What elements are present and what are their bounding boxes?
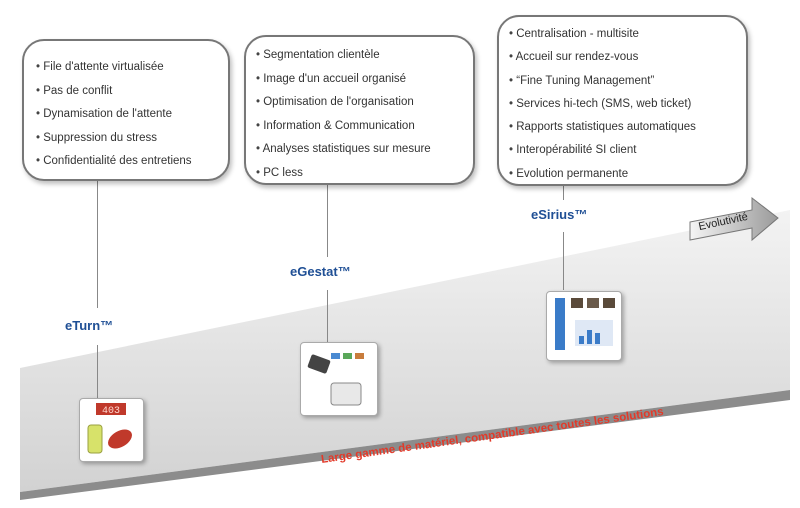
ticket-display-icon	[96, 403, 126, 415]
feature-item: Centralisation - multisite	[509, 23, 746, 46]
feature-item: Segmentation clientèle	[256, 44, 473, 68]
avatar-icon	[587, 298, 599, 308]
eturn-feature-list: File d'attente virtualiséePas de conflit…	[36, 56, 228, 174]
feature-item: Interopérabilité SI client	[509, 139, 746, 162]
feature-item: Rapports statistiques automatiques	[509, 116, 746, 139]
screen-icon	[331, 353, 340, 359]
connector-esirius-thumb	[563, 232, 564, 290]
report-bar-icon	[595, 333, 600, 344]
feature-item: Suppression du stress	[36, 127, 228, 151]
handheld-terminal-icon	[307, 354, 331, 374]
feature-item: Information & Communication	[256, 115, 473, 139]
feature-item: Image d'un accueil organisé	[256, 68, 473, 92]
ticket-dispenser-icon	[87, 424, 103, 454]
connector-esirius	[563, 185, 564, 200]
evolution-arrow-icon	[689, 196, 779, 242]
product-name-eturn: eTurn™	[65, 318, 114, 333]
feature-item: Optimisation de l'organisation	[256, 91, 473, 115]
esirius-feature-list: Centralisation - multisiteAccueil sur re…	[509, 23, 746, 186]
ramp-edge	[20, 390, 790, 500]
feature-item: Confidentialité des entretiens	[36, 150, 228, 174]
ticket-display-number: 403	[102, 406, 120, 417]
connector-eturn-thumb	[97, 345, 98, 400]
report-bar-icon	[587, 330, 592, 344]
eturn-features-box: File d'attente virtualiséePas de conflit…	[22, 39, 230, 181]
egestat-features-box: Segmentation clientèleImage d'un accueil…	[244, 35, 475, 185]
feature-item: Analyses statistiques sur mesure	[256, 138, 473, 162]
egestat-feature-list: Segmentation clientèleImage d'un accueil…	[256, 44, 473, 185]
esirius-hardware-thumbnail	[546, 291, 622, 361]
feature-item: Dynamisation de l'attente	[36, 103, 228, 127]
feature-item: File d'attente virtualisée	[36, 56, 228, 80]
feature-item: Services hi-tech (SMS, web ticket)	[509, 93, 746, 116]
connector-eturn	[97, 180, 98, 308]
feature-item: Accueil sur rendez-vous	[509, 46, 746, 69]
eturn-hardware-thumbnail: 403	[79, 398, 144, 462]
ticket-printer-icon	[330, 382, 362, 406]
feature-item: Pas de conflit	[36, 80, 228, 104]
pager-icon	[108, 429, 132, 449]
kiosk-icon	[555, 298, 565, 350]
avatar-icon	[603, 298, 615, 308]
feature-item: Evolution permanente	[509, 163, 746, 186]
report-bar-icon	[579, 336, 584, 344]
feature-item: “Fine Tuning Management”	[509, 70, 746, 93]
product-name-egestat: eGestat™	[290, 264, 351, 279]
avatar-icon	[571, 298, 583, 308]
screen-icon	[343, 353, 352, 359]
product-name-esirius: eSirius™	[531, 207, 588, 222]
esirius-features-box: Centralisation - multisiteAccueil sur re…	[497, 15, 748, 186]
feature-item: PC less	[256, 162, 473, 186]
connector-egestat	[327, 185, 328, 257]
egestat-hardware-thumbnail	[300, 342, 378, 416]
connector-egestat-thumb	[327, 290, 328, 342]
screen-icon	[355, 353, 364, 359]
ramp-band	[20, 210, 790, 492]
